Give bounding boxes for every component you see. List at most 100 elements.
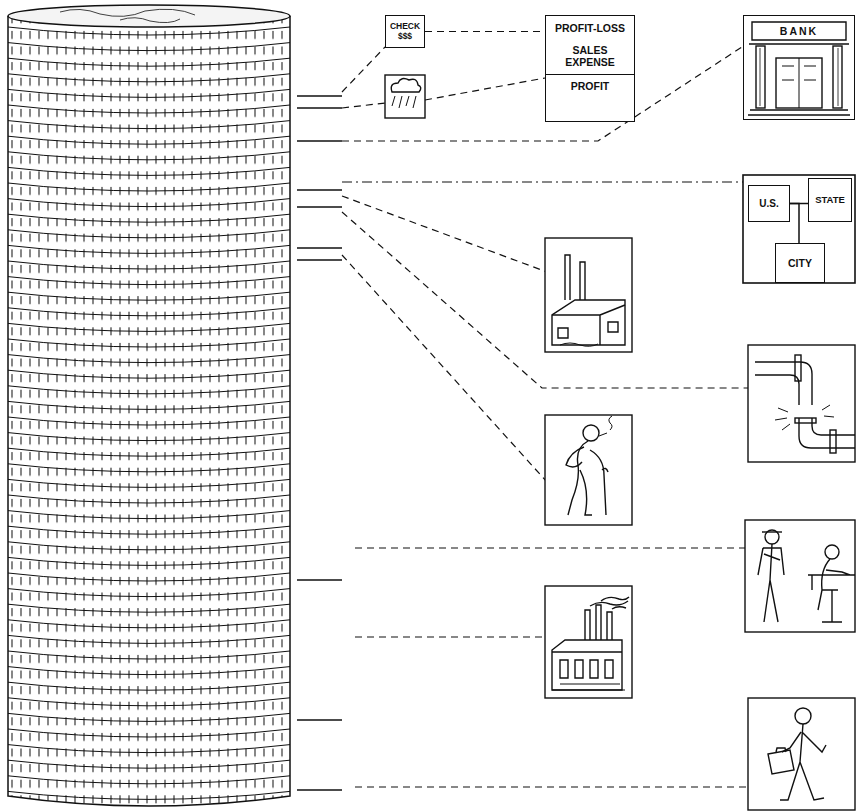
coin-edge bbox=[8, 589, 290, 597]
old-man-icon-part bbox=[568, 441, 592, 515]
tick-marks bbox=[297, 96, 342, 790]
coin-edge bbox=[8, 682, 290, 690]
tick-marks-part bbox=[297, 259, 342, 260]
workers-icon-part bbox=[758, 544, 784, 622]
us-box: U.S. bbox=[748, 185, 790, 222]
coin-edge bbox=[8, 479, 290, 487]
check-box: CHECK $$$ bbox=[385, 15, 425, 48]
coin-edge bbox=[8, 245, 290, 253]
storm-icon bbox=[385, 75, 425, 118]
leader-lines-part bbox=[342, 45, 745, 141]
coin-stack bbox=[8, 5, 290, 806]
leader-lines-part bbox=[425, 78, 545, 100]
bank-building-part bbox=[756, 46, 765, 108]
coin-edge bbox=[8, 511, 290, 519]
coin-stack-part bbox=[8, 5, 290, 27]
tick-marks-part bbox=[297, 789, 342, 790]
coin-edge bbox=[8, 261, 290, 269]
small-factory-icon bbox=[545, 238, 632, 352]
bank-building-part bbox=[749, 43, 849, 44]
small-factory-icon-part bbox=[552, 300, 625, 345]
coin-edge bbox=[8, 542, 290, 550]
broken-pipe-icon bbox=[748, 345, 855, 462]
government-box bbox=[743, 175, 855, 283]
workers-icon-part bbox=[825, 545, 839, 559]
node-text: CHECK $$$ bbox=[387, 22, 423, 42]
coin-edge bbox=[8, 386, 290, 394]
node-text: BANK bbox=[777, 25, 821, 37]
coin-edge bbox=[8, 557, 290, 565]
coin-stack-part bbox=[8, 16, 290, 806]
coin-edge bbox=[8, 760, 290, 768]
coin-edge bbox=[8, 370, 290, 378]
old-man-icon bbox=[545, 415, 632, 525]
coin-edge bbox=[8, 495, 290, 503]
workers-icon-part bbox=[745, 520, 855, 632]
tick-marks-part bbox=[297, 189, 342, 190]
coin-edge bbox=[8, 464, 290, 472]
coin-edge bbox=[8, 183, 290, 191]
small-factory-icon-part bbox=[565, 255, 585, 300]
coin-edge bbox=[8, 573, 290, 581]
tick-marks-part bbox=[297, 579, 342, 580]
bank-building bbox=[748, 22, 850, 115]
node-text: STATE bbox=[815, 195, 845, 206]
coin-edge bbox=[8, 152, 290, 160]
coin-edge bbox=[8, 651, 290, 659]
leader-lines-part bbox=[342, 103, 385, 108]
coin-edge bbox=[8, 433, 290, 441]
factory-icon-part bbox=[552, 684, 625, 690]
storm-icon-part bbox=[391, 79, 421, 92]
tick-marks-part bbox=[297, 719, 342, 720]
coin-edge bbox=[8, 105, 290, 113]
small-factory-icon-part bbox=[552, 305, 625, 345]
coin-edge bbox=[8, 74, 290, 82]
city-box: CITY bbox=[775, 243, 825, 283]
node-text: U.S. bbox=[759, 198, 778, 210]
coin-stack-part bbox=[60, 9, 195, 16]
coin-edge bbox=[8, 355, 290, 363]
old-man-icon-part bbox=[583, 425, 599, 441]
broken-pipe-icon-part bbox=[748, 345, 855, 462]
coin-edge bbox=[8, 635, 290, 643]
factory-icon bbox=[545, 586, 632, 698]
bank-building-part bbox=[776, 58, 822, 108]
connector-line bbox=[425, 31, 545, 32]
factory-icon-part bbox=[545, 586, 632, 698]
leader-lines-part bbox=[342, 212, 748, 388]
leader-lines-part bbox=[342, 181, 743, 182]
coin-edge bbox=[8, 729, 290, 737]
leader-lines bbox=[342, 45, 748, 787]
bank-building-part bbox=[752, 22, 846, 40]
coin-edge bbox=[8, 308, 290, 316]
bank-building-part bbox=[748, 110, 850, 115]
workers-icon-part bbox=[762, 531, 782, 532]
storm-icon-part bbox=[385, 75, 425, 118]
coin-edge bbox=[8, 89, 290, 97]
leader-lines-part bbox=[342, 47, 385, 92]
coin-edge bbox=[8, 417, 290, 425]
coin-edge bbox=[8, 199, 290, 207]
old-man-icon-part bbox=[602, 468, 608, 472]
tick-marks-part bbox=[297, 140, 342, 141]
leader-lines-part bbox=[355, 636, 545, 637]
factory-icon-part bbox=[585, 605, 612, 640]
bank-building-part bbox=[782, 58, 816, 108]
factory-icon-part bbox=[560, 660, 613, 678]
node-text: CITY bbox=[788, 257, 812, 269]
coin-edge bbox=[8, 667, 290, 675]
coin-edge bbox=[8, 27, 290, 35]
coin-edge bbox=[8, 745, 290, 753]
old-man-icon-part bbox=[566, 447, 606, 515]
coin-edge bbox=[8, 713, 290, 721]
leader-lines-part bbox=[342, 255, 547, 482]
broken-pipe-icon-part bbox=[795, 355, 801, 381]
broken-pipe-icon-part bbox=[755, 362, 812, 405]
coin-edge bbox=[8, 323, 290, 331]
node-text: SALES bbox=[546, 44, 634, 56]
node-text: PROFIT-LOSS bbox=[546, 22, 634, 34]
workers-icon bbox=[745, 520, 855, 632]
